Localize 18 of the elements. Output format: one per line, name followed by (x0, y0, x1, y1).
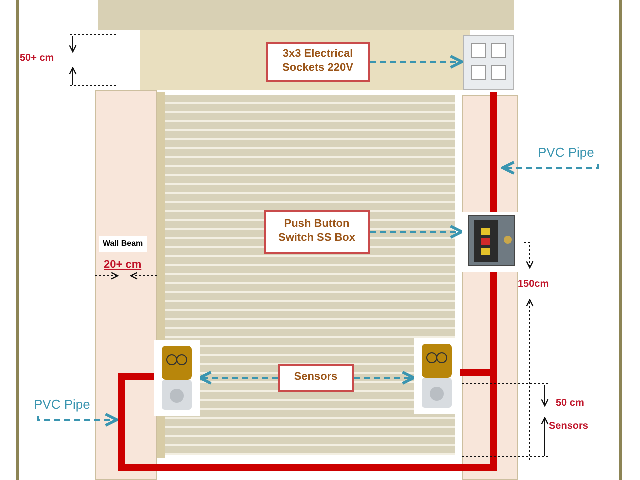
dashed-arrow (37, 413, 118, 427)
dashed-arrow (502, 161, 599, 175)
dashed-arrow (198, 371, 278, 385)
dimension-label: Sensors (549, 422, 588, 432)
wall-beam-label: Wall Beam (99, 236, 148, 252)
callout-label: 3x3 Electrical Sockets 220V (266, 42, 370, 82)
callout-label: Sensors (278, 364, 354, 392)
pipe-label: PVC Pipe (538, 146, 600, 164)
dimension-label: 150cm (518, 280, 550, 290)
dashed-arrow (354, 371, 416, 385)
pvc-pipe (490, 92, 498, 212)
dimension-label: 50 cm (556, 399, 584, 409)
callout-label: Push Button Switch SS Box (264, 210, 370, 254)
pipe-label: PVC Pipe (34, 398, 96, 416)
dimension-label: 20+ cm (104, 260, 142, 271)
dimension-label: 50+ cm (20, 54, 54, 64)
dashed-arrow (370, 55, 464, 69)
dashed-arrow (370, 225, 464, 239)
